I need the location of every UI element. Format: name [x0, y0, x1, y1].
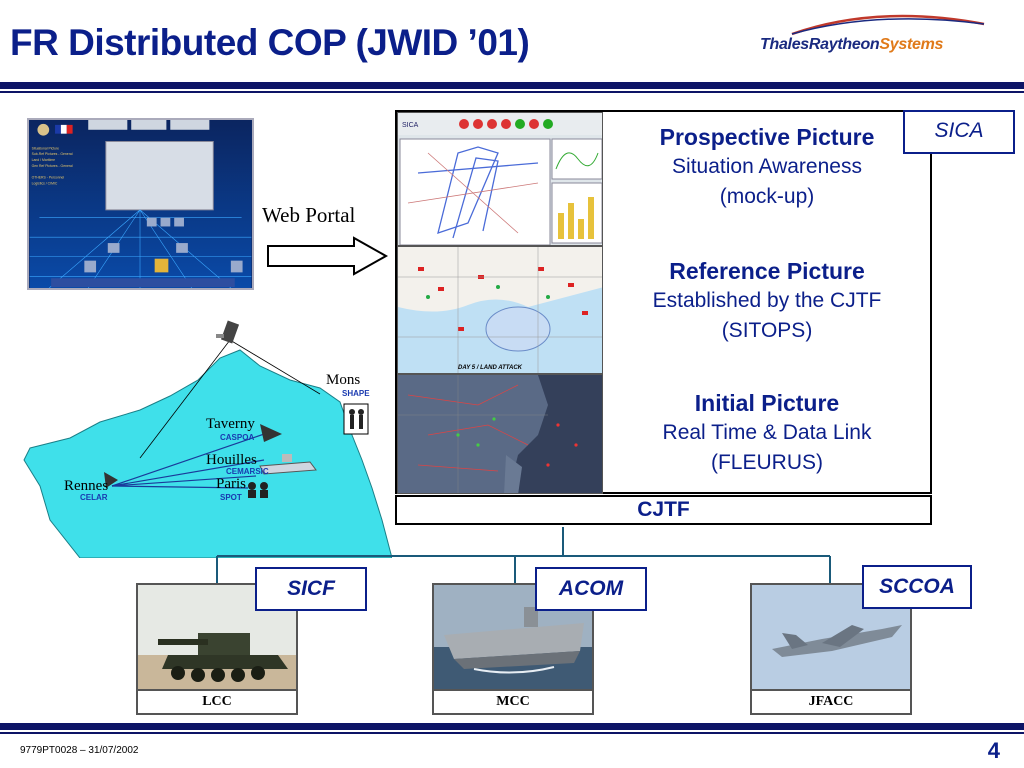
unit-caption: MCC — [434, 689, 592, 713]
prospective-picture-block: Prospective Picture Situation Awareness … — [612, 122, 922, 212]
header-rule — [0, 82, 1024, 89]
svg-text:Land / Maritime: Land / Maritime — [32, 158, 56, 162]
initial-picture-block: Initial Picture Real Time & Data Link (F… — [612, 388, 922, 478]
picture-detail: (FLEURUS) — [710, 451, 823, 474]
svg-text:SICA: SICA — [402, 122, 419, 129]
unit-jfacc: JFACC — [750, 583, 912, 715]
initial-picture-map[interactable] — [397, 374, 603, 494]
map-caption: DAY 5 / LAND ATTACK — [458, 365, 523, 371]
picture-heading: Reference Picture — [669, 258, 865, 284]
site-name: Paris — [216, 476, 246, 492]
reference-picture-map[interactable]: DAY 5 / LAND ATTACK — [397, 246, 603, 374]
site-name: Houilles — [206, 452, 257, 468]
picture-heading: Prospective Picture — [659, 124, 875, 150]
prospective-picture-map[interactable]: SICA — [397, 112, 603, 246]
aircraft-icon — [104, 424, 282, 488]
tank-photo — [138, 585, 296, 689]
picture-detail: Real Time & Data Link — [662, 421, 872, 444]
header-rule-thin — [0, 91, 1024, 93]
slide-title: FR Distributed COP (JWID ’01) — [10, 22, 530, 63]
unit-caption: JFACC — [752, 689, 910, 713]
cop-pictures-panel: SICA DAY 5 / LAND ATTACK — [395, 110, 932, 494]
company-logo: ThalesRaytheonSystems — [758, 10, 1016, 66]
svg-text:OTHERS - Personnel: OTHERS - Personnel — [32, 176, 65, 180]
svg-text:Logistics / CIMIC: Logistics / CIMIC — [32, 181, 58, 185]
acom-badge: ACOM — [535, 567, 647, 611]
people-icon — [248, 482, 268, 498]
picture-heading: Initial Picture — [694, 390, 840, 416]
picture-detail: Situation Awareness — [672, 155, 862, 178]
document-reference: 9779PT0028 – 31/07/2002 — [20, 745, 139, 756]
footer-rule-thin — [0, 732, 1024, 734]
sica-badge: SICA — [903, 110, 1015, 154]
site-tag: CELAR — [80, 493, 108, 502]
svg-text:Sub-Ref Pictures - General: Sub-Ref Pictures - General — [32, 152, 73, 156]
site-tag: CASPOA — [220, 433, 254, 442]
sicf-badge: SICF — [255, 567, 367, 611]
svg-text:Situational Picture: Situational Picture — [32, 146, 60, 150]
footer-rule — [0, 723, 1024, 730]
site-name: Taverny — [206, 416, 255, 432]
site-tag: SPOT — [220, 493, 242, 502]
unit-caption: LCC — [138, 689, 296, 713]
ship-icon — [259, 454, 317, 475]
france-network-map: Mons Taverny Houilles Paris Rennes SHAPE… — [23, 320, 392, 558]
logo-swoosh-icon — [791, 14, 985, 36]
logo-wordmark: ThalesRaytheonSystems — [760, 36, 944, 53]
sccoa-badge: SCCOA — [862, 565, 972, 609]
svg-text:Gen Ref Pictures - General: Gen Ref Pictures - General — [32, 164, 73, 168]
page-number: 4 — [987, 738, 1000, 763]
picture-detail: (SITOPS) — [721, 319, 813, 342]
site-tag: CEMARSIC — [226, 467, 269, 476]
site-name: Mons — [326, 372, 360, 388]
soldiers-icon — [343, 403, 369, 435]
cjtf-bar: CJTF — [395, 495, 932, 525]
web-portal-label: Web Portal — [262, 203, 356, 227]
picture-detail: Established by the CJTF — [652, 289, 882, 312]
site-name: Rennes — [64, 478, 108, 494]
site-tag: SHAPE — [342, 389, 370, 398]
reference-picture-block: Reference Picture Established by the CJT… — [612, 256, 922, 346]
right-arrow-icon — [267, 236, 389, 276]
picture-detail: (mock-up) — [719, 185, 815, 208]
satellite-icon — [216, 320, 240, 344]
